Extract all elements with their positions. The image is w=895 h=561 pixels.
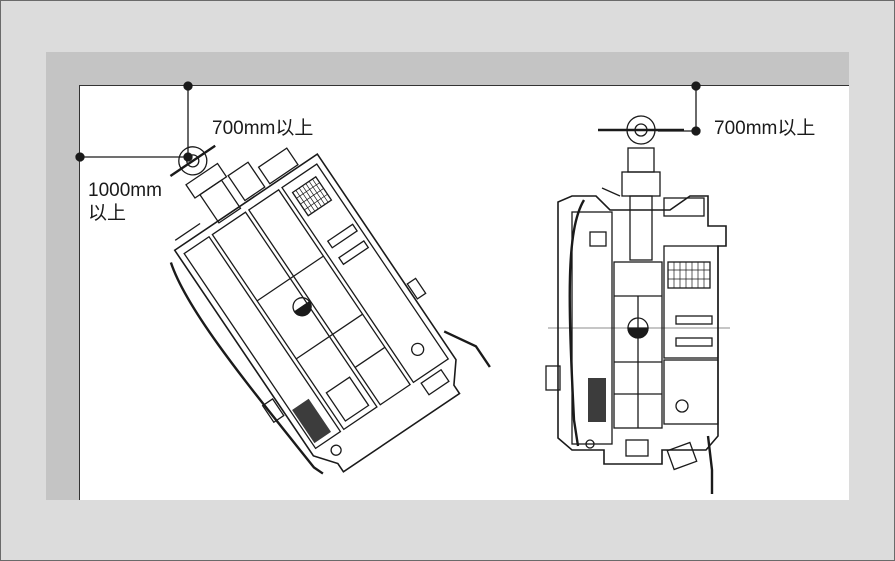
floor-area xyxy=(80,86,849,500)
wall-edge-left xyxy=(79,85,80,500)
wall-edge-top xyxy=(80,85,849,86)
machine-upright xyxy=(545,115,730,494)
clearance-label-top-right: 700mm以上 xyxy=(714,118,816,139)
clearance-label-top-left: 700mm以上 xyxy=(212,118,314,139)
dimension-lines xyxy=(75,81,701,162)
machine-rotated xyxy=(169,144,491,475)
clearance-label-side-left-line1: 1000mm xyxy=(88,180,162,201)
clearance-label-side-left-line2: 以上 xyxy=(88,203,127,224)
